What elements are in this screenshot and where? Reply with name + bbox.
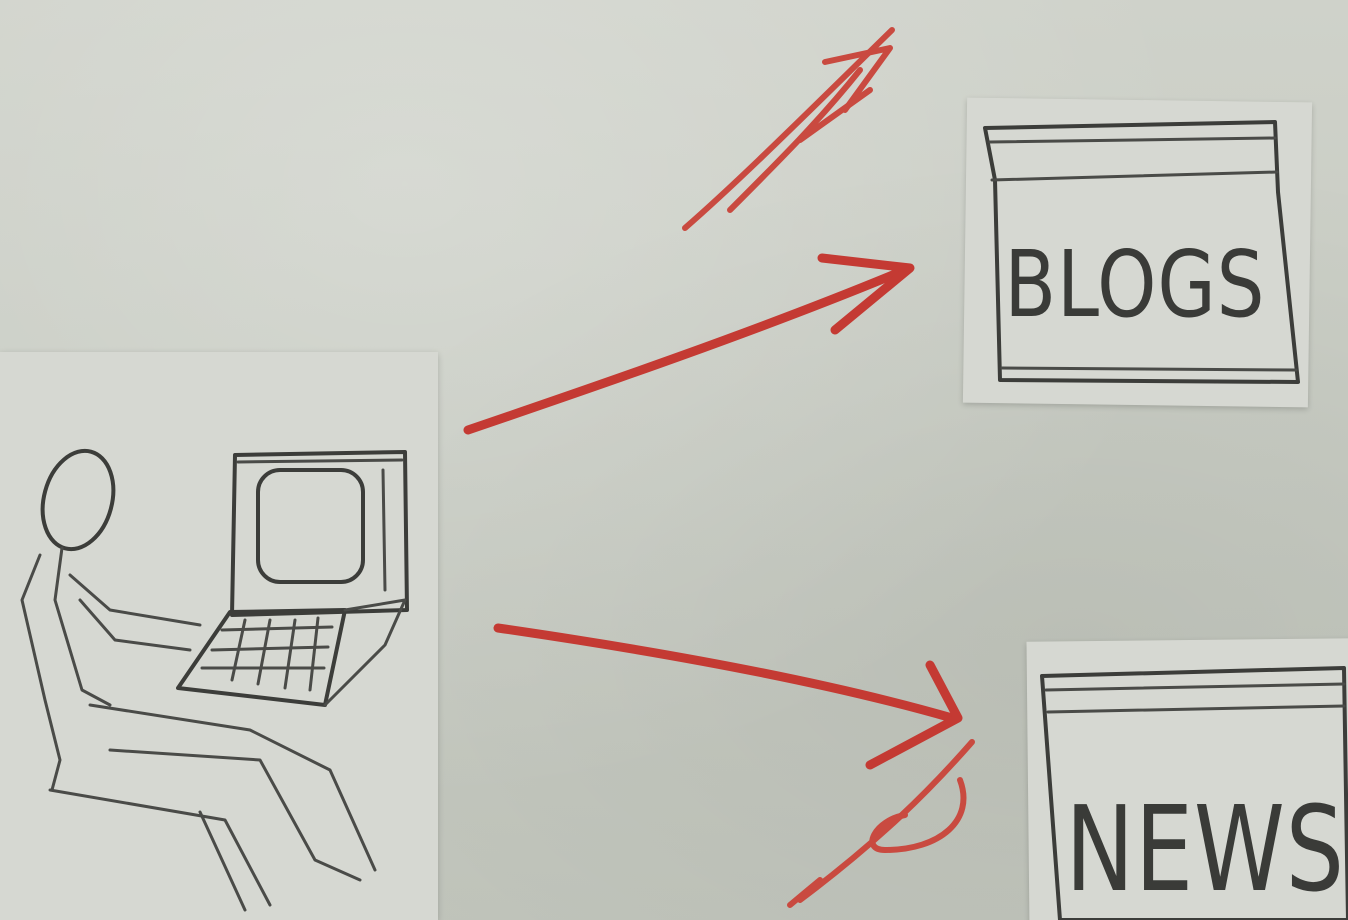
arrow-user-to-blogs bbox=[468, 258, 910, 430]
keyboard-icon bbox=[178, 600, 405, 705]
blogs-window-titlebar bbox=[990, 138, 1275, 142]
user-shin-line bbox=[200, 812, 245, 910]
scribbled-arrow-top bbox=[685, 30, 892, 228]
user-thigh-line bbox=[90, 705, 375, 870]
arrow-user-to-news bbox=[498, 628, 958, 765]
news-node: NEWS bbox=[1042, 668, 1348, 920]
user-arm-upper bbox=[70, 575, 200, 625]
user-back-line bbox=[22, 555, 60, 790]
user-arm-lower bbox=[80, 600, 190, 650]
blogs-node: BLOGS bbox=[985, 122, 1298, 382]
scribbled-arrow-bottom bbox=[790, 742, 972, 905]
news-label: NEWS bbox=[1065, 781, 1345, 918]
user-head-shape bbox=[32, 443, 124, 557]
monitor-screen-shape bbox=[258, 470, 363, 582]
news-window-titlebar bbox=[1046, 684, 1344, 690]
chair-seat-line bbox=[50, 790, 270, 905]
user-leg-line bbox=[110, 750, 360, 880]
user-at-computer-icon bbox=[22, 443, 407, 910]
computer-monitor-icon bbox=[232, 452, 407, 615]
blogs-label: BLOGS bbox=[1004, 231, 1265, 338]
